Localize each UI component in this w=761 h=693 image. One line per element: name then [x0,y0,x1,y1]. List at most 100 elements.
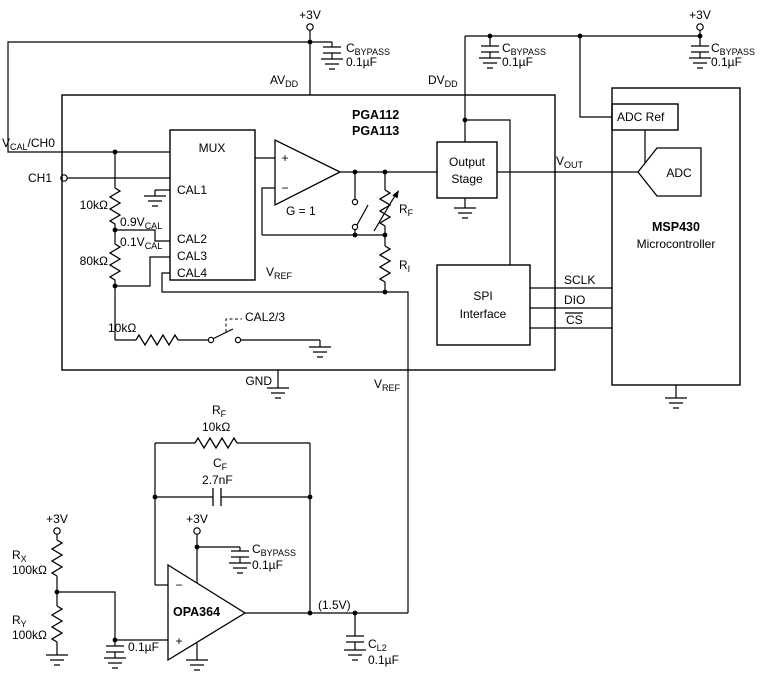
avdd-pin-label: AVDD [270,73,299,89]
vref-node-label: VREF [374,377,401,393]
bypass-capacitor-dvdd [478,33,502,69]
opamp-triangle [274,138,342,207]
ch1-input: CH1 [28,171,170,185]
ry-resistor [50,605,64,643]
ground-symbol [688,57,712,69]
supply-3v-opamp: +3V CBYPASS 0.1µF [186,512,296,583]
opa364-plus-input: + [175,634,182,648]
gain-switch [351,169,369,238]
ground-symbol [228,562,252,574]
pga-gnd-pin: GND [245,370,290,399]
mux-block: MUX CAL1 CAL2 CAL3 CAL4 [143,129,256,281]
cal2-pin-label: CAL2 [177,232,207,246]
supply-3v-label: +3V [299,8,321,22]
opamp-minus-input: − [281,181,288,195]
buffer-rf-resistor [194,436,238,450]
ground-symbol [320,58,344,70]
buffer-cf-capacitor [155,488,310,506]
cal3-pin-label: CAL3 [177,249,207,263]
buffer-rf-value: 10kΩ [202,420,230,434]
buffer-feedback: RF 10kΩ CF 2.7nF [152,403,313,613]
mux-outline [169,129,256,281]
output-stage-label-1: Output [449,155,486,169]
gain-label: G = 1 [286,204,316,218]
cl2-capacitor [343,613,367,661]
cal-switch-branch: 10kΩ CAL2/3 [108,310,332,358]
resistor-10k-cal [135,333,179,347]
supply-3v-label: +3V [186,512,208,526]
node-voltage-label: (1.5V) [318,598,351,612]
cal1-pin-label: CAL1 [177,183,207,197]
cal23-switch [207,318,242,344]
bypass-cap-value: 0.1µF [252,558,283,572]
resistor-10k-cal-value: 10kΩ [108,321,136,335]
resistor-10k-top [108,187,122,225]
adc-label: ADC [666,166,692,180]
input-filter-capacitor [103,637,127,669]
opamp-plus-input: + [281,151,288,165]
bypass-cap-value: 0.1µF [502,55,533,69]
ground-symbol [308,346,332,358]
supply-terminal [306,23,314,31]
opa364-minus-input: − [175,578,182,592]
adc-symbol [637,147,702,197]
pga-opamp: + − G = 1 [255,138,437,235]
pga-block: PGA112 PGA113 [61,94,556,371]
ground-symbol [453,207,477,219]
input-filter-cap-value: 0.1µF [128,640,159,654]
vcal-ch0-net: VCAL/CH0 [2,41,310,155]
ground-symbol [103,657,127,669]
opa364-label: OPA364 [173,605,220,619]
bypass-capacitor-avdd [320,42,344,70]
ri-label: RI [399,258,410,274]
buffer-rf-label: RF [212,403,227,419]
ground-symbol [664,397,688,409]
mux-label: MUX [199,141,226,155]
bypass-cap-name: CBYPASS [711,41,755,57]
pga-part-number-1: PGA112 [352,108,399,122]
rf-label: RF [399,202,414,218]
tap-09vcal-label: 0.9VCAL [120,215,162,231]
ry-label: RY [12,613,27,629]
variable-arrow [392,190,399,199]
bypass-cap-value: 0.1µF [346,55,377,69]
supply-3v-top-right: DVDD CBYPASS 0.1µF +3V CBYPASS 0.1µF [428,8,755,265]
spi-outline [436,264,531,346]
output-stage-label-2: Stage [451,172,483,186]
feedback-network: RF RI [262,169,414,292]
bypass-capacitor-mcu [688,45,712,69]
tap-01vcal-label: 0.1VCAL [120,235,162,251]
resistor-10k-top-value: 10kΩ [80,198,108,212]
bypass-capacitor-opamp [228,547,252,574]
pga-part-number-2: PGA113 [352,124,399,138]
ch1-label: CH1 [28,171,52,185]
vout-net: VOUT [497,154,638,173]
rx-value: 100kΩ [12,563,47,577]
bypass-cap-name: CBYPASS [346,41,390,57]
buffer-cf-label: CF [213,456,228,472]
ry-value: 100kΩ [12,628,47,642]
adc-ref-label: ADC Ref [617,110,665,124]
bypass-cap-value: 0.1µF [711,55,742,69]
ground-symbol [185,659,209,671]
supply-3v-label: +3V [689,8,711,22]
cl2-value: 0.1µF [368,653,399,667]
pga-outline [61,94,556,371]
vref-net: VREF VREF [161,265,409,613]
ground-symbol [143,195,167,207]
bypass-cap-name: CBYPASS [502,41,546,57]
rx-ry-divider: +3V RX 100kΩ RY 100kΩ 0.1µF [12,512,168,669]
rx-label: RX [12,548,27,564]
supply-terminal [696,23,704,31]
rf-variable-resistor [378,189,392,227]
sclk-label: SCLK [564,273,595,287]
supply-terminal [53,527,61,535]
dvdd-pin-label: DVDD [428,73,458,89]
ground-symbol [478,57,502,69]
buffer-cf-value: 2.7nF [202,473,233,487]
resistor-80k [108,243,122,281]
ground-symbol [45,654,69,666]
opa364-triangle [167,563,247,662]
output-stage-block: Output Stage [436,141,498,219]
